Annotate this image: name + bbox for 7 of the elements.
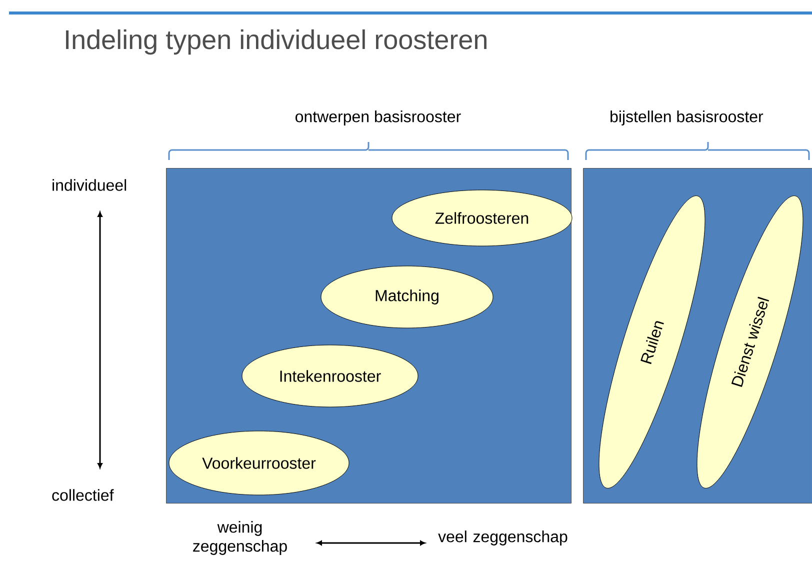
slide-title: Indeling typen individueel roosteren: [66, 29, 486, 55]
panel-heading: ontwerpen basisrooster: [296, 110, 461, 126]
axis-label: weinig zeggenschap: [193, 521, 287, 555]
panel-heading: bijstellen basisrooster: [610, 110, 764, 126]
axis-label: individueel: [52, 179, 126, 191]
axis-label: veel zeggenschap: [438, 530, 568, 546]
axis-label: collectief: [52, 489, 114, 501]
